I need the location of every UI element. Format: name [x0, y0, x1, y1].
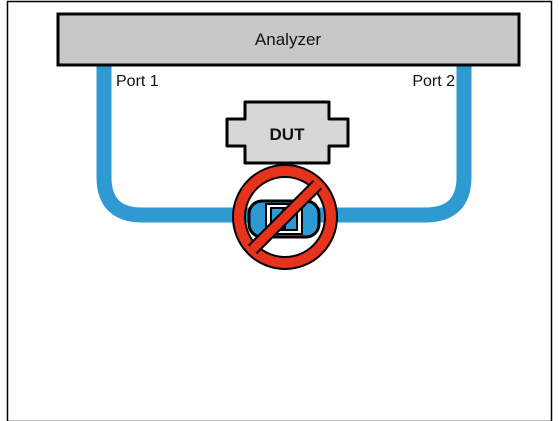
- dut-shape: [225, 100, 350, 165]
- prohibition-sign-icon: [232, 164, 338, 270]
- analyzer-label: Analyzer: [255, 30, 321, 49]
- dut-block: DUT: [225, 100, 350, 165]
- analyzer-box: [56, 12, 521, 67]
- port-1-label: Port 1: [116, 73, 159, 90]
- port-2-label: Port 2: [412, 73, 455, 90]
- dut-label: DUT: [270, 125, 306, 144]
